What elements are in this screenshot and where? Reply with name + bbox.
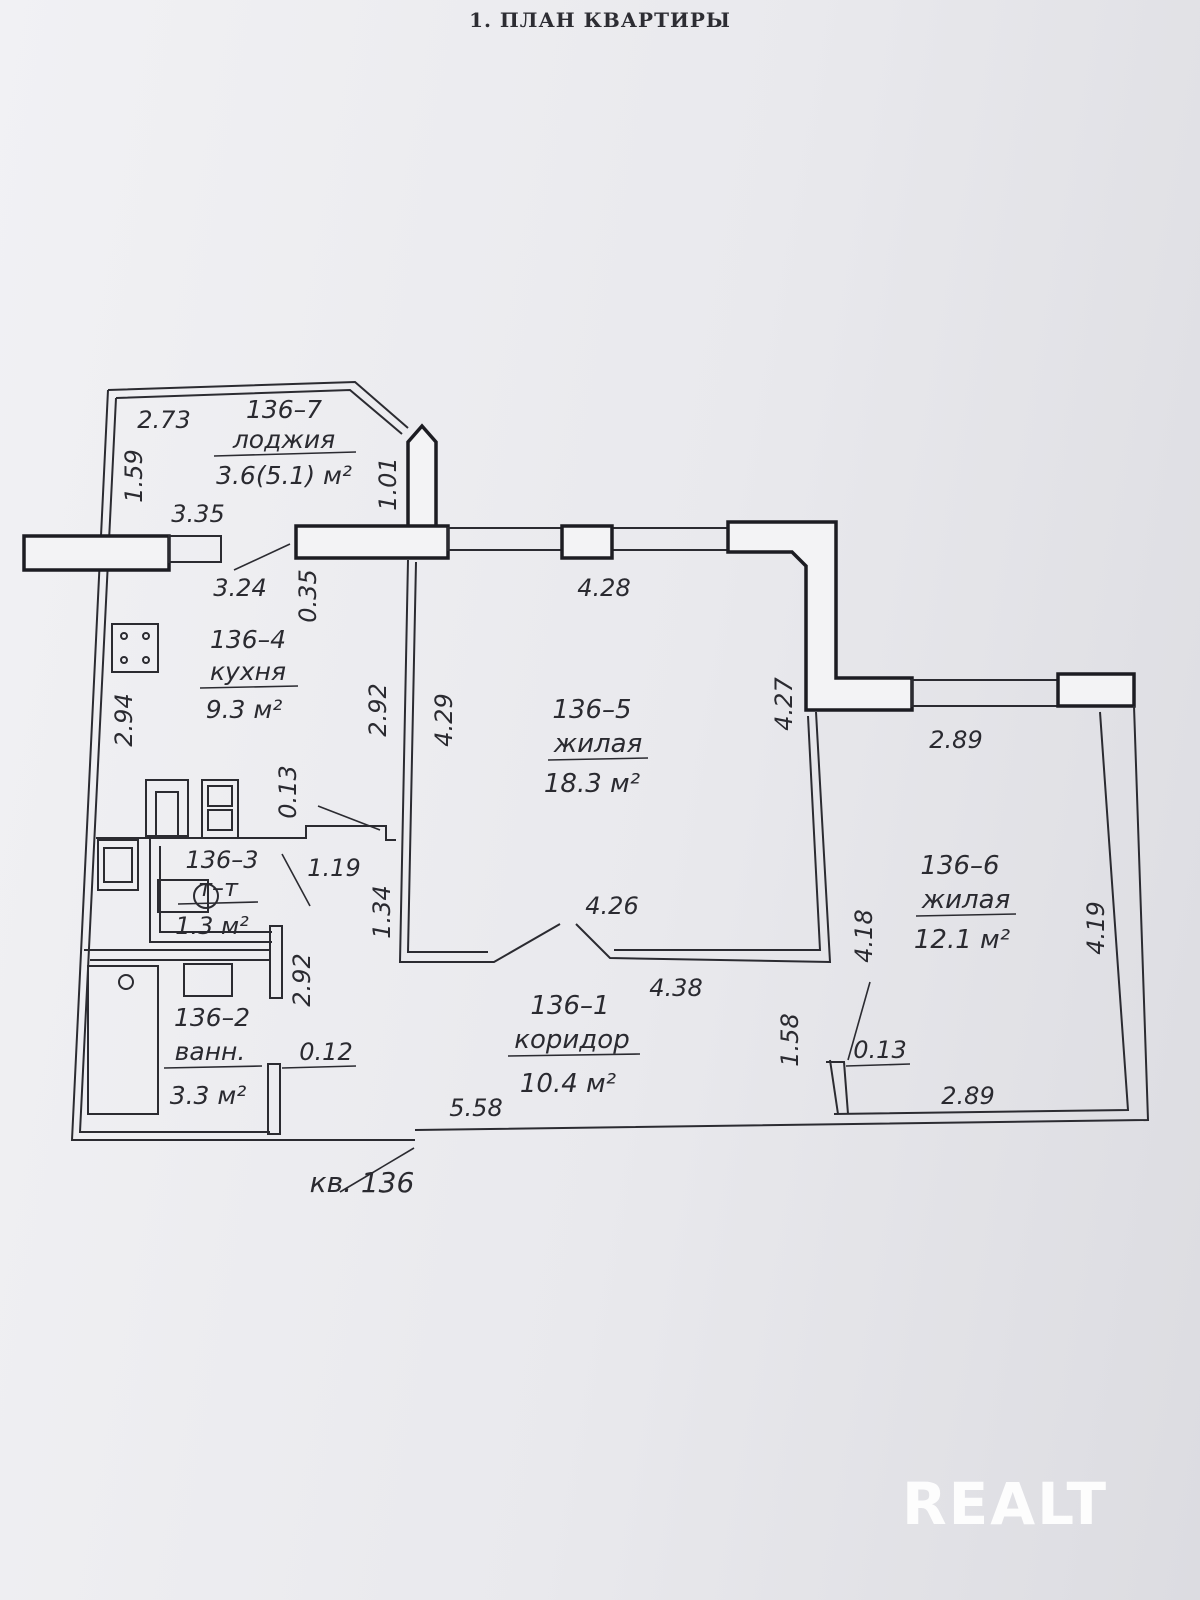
living-large-wall-left-inner <box>406 561 488 953</box>
living-large-wall-bottom-inner <box>614 715 822 951</box>
dim-corridor-width: 4.38 <box>649 974 702 1002</box>
bathroom-underline <box>163 1065 263 1069</box>
bathroom-name: ванн. <box>175 1037 246 1066</box>
loggia-id: 136–7 <box>246 395 322 424</box>
dim-loggia-width: 2.73 <box>137 406 190 434</box>
loggia-wall-inner <box>115 388 403 435</box>
dim-living-large-bottom: 4.26 <box>585 892 638 920</box>
outer-wall-right-inner <box>833 711 1130 1115</box>
living-large-name: жилая <box>553 729 643 759</box>
living-large-id: 136–5 <box>552 695 631 725</box>
dim-living-small-left-leader <box>847 981 871 1061</box>
dim-kitchen-left: 2.94 <box>110 693 138 746</box>
washing-machine-icon <box>97 839 139 891</box>
loggia-underline <box>213 451 357 457</box>
dim-living-small-bottom: 2.89 <box>941 1082 994 1110</box>
toilet-wall-inner <box>159 846 272 933</box>
apartment-label: кв. 136 <box>310 1166 415 1199</box>
dim-toilet-width-leader <box>281 853 311 907</box>
dim-corridor-wall-line <box>845 1063 911 1067</box>
dim-corridor-length: 5.58 <box>449 1094 502 1122</box>
kitchen-id: 136–4 <box>210 625 286 654</box>
dim-toilet-height: 1.34 <box>368 885 396 938</box>
dim-loggia-side: 1.01 <box>374 457 402 510</box>
dim-bath-wall-line <box>281 1065 357 1069</box>
living-large-underline <box>547 757 649 761</box>
toilet-area: 1.3 м² <box>175 912 249 940</box>
toilet-partition <box>269 925 283 999</box>
bath-wall-top <box>84 949 271 961</box>
kitchen-area: 9.3 м² <box>206 695 283 724</box>
outer-wall-left <box>70 389 415 1141</box>
dim-corridor-depth: 1.58 <box>776 1013 804 1066</box>
corridor-underline <box>507 1053 641 1057</box>
corridor-id: 136–1 <box>530 991 609 1021</box>
living-small-area: 12.1 м² <box>914 925 1010 955</box>
dim-bath-height: 2.92 <box>288 953 316 1006</box>
apartment-label-leader <box>339 1147 415 1193</box>
dim-toilet-width: 1.19 <box>307 854 360 882</box>
dim-living-small-right: 4.19 <box>1082 901 1110 954</box>
kitchen-wall-bottom <box>96 825 396 841</box>
dim-toilet-wall: 0.13 <box>274 765 302 818</box>
kitchen-sink-icon <box>145 779 189 837</box>
kitchen-cabinet-icon <box>201 779 239 839</box>
living-large-area: 18.3 м² <box>544 769 640 799</box>
living-small-underline <box>915 913 1017 917</box>
corridor-area: 10.4 м² <box>520 1069 616 1099</box>
toilet-wall <box>149 838 272 943</box>
living-large-wall-left <box>398 559 561 963</box>
wall-pier-right <box>1056 672 1136 708</box>
living-large-wall-bottom <box>575 711 832 964</box>
bathtub-icon <box>87 965 159 1115</box>
dim-kitchen-top: 3.24 <box>213 574 266 602</box>
kitchen-underline <box>199 685 299 689</box>
bath-sink-icon <box>183 963 233 997</box>
stove-icon <box>111 623 159 673</box>
toilet-icon <box>157 879 219 913</box>
living-small-wall-left <box>829 1059 839 1115</box>
toilet-underline <box>177 901 259 905</box>
outer-wall-left-inner <box>78 397 270 1133</box>
loggia-pillar <box>406 423 438 534</box>
balcony-slab-left <box>22 534 171 572</box>
dim-living-large-left: 4.29 <box>430 693 458 746</box>
dim-bath-wall: 0.12 <box>299 1038 352 1066</box>
dim-loggia-bottom: 3.35 <box>171 500 224 528</box>
window-left <box>168 535 222 563</box>
dim-kitchen-top-leader <box>233 543 291 571</box>
dim-living-large-right: 4.27 <box>770 677 798 731</box>
wall-pier-top <box>560 524 614 560</box>
loggia-area: 3.6(5.1) м² <box>216 461 352 490</box>
page-title: 1. ПЛАН КВАРТИРЫ <box>469 8 731 32</box>
dim-kitchen-wall: 0.35 <box>294 569 322 622</box>
bathroom-area: 3.3 м² <box>170 1081 247 1110</box>
kitchen-name: кухня <box>210 657 286 686</box>
living-small-name: жилая <box>921 885 1011 915</box>
dim-living-small-left: 4.18 <box>850 909 878 962</box>
living-small-id: 136–6 <box>920 851 999 881</box>
dim-toilet-wall-leader <box>317 805 381 831</box>
window-right <box>911 679 1059 707</box>
bathroom-id: 136–2 <box>174 1003 250 1032</box>
watermark-logo: REALT <box>902 1470 1109 1538</box>
dim-corridor-wall: 0.13 <box>853 1036 906 1064</box>
dim-living-large-top: 4.28 <box>577 574 630 602</box>
toilet-id: 136–3 <box>185 846 258 874</box>
living-small-wall-left-2 <box>826 1061 849 1115</box>
wall-slab-top <box>294 524 450 560</box>
dim-loggia-depth: 1.59 <box>120 449 148 502</box>
corridor-name: коридор <box>514 1025 629 1055</box>
outer-wall-right <box>414 705 1150 1131</box>
dim-living-small-top: 2.89 <box>929 726 982 754</box>
toilet-name: т–т <box>198 874 239 902</box>
loggia-wall <box>107 380 409 429</box>
dim-kitchen-right: 2.92 <box>364 683 392 736</box>
loggia-name: лоджия <box>232 425 335 454</box>
bath-partition <box>267 1063 281 1135</box>
wall-corner-right <box>726 520 914 712</box>
